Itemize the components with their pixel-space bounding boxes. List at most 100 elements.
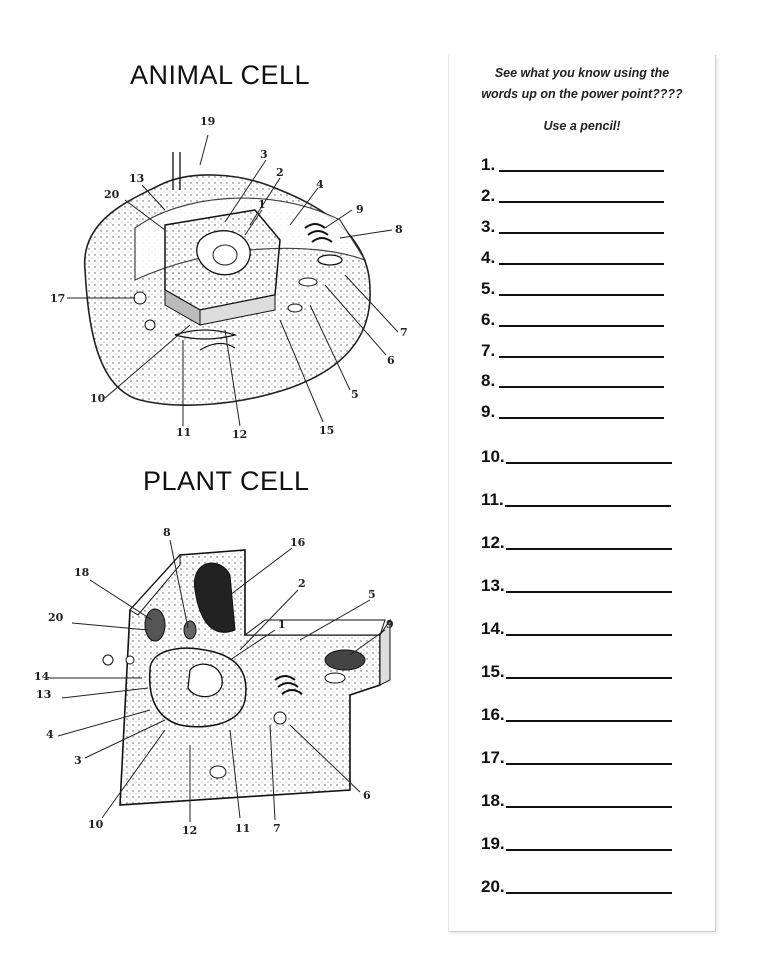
answer-number: 1. (481, 155, 496, 174)
animal-label-12: 12 (232, 428, 247, 441)
plant-label-11: 11 (235, 822, 250, 835)
plant-label-20: 20 (48, 611, 64, 624)
answer-number: 19. (481, 834, 505, 853)
answer-number: 17. (481, 748, 505, 767)
plant-label-16: 16 (290, 536, 306, 549)
answer-blank[interactable] (499, 356, 665, 358)
animal-label-7: 7 (400, 326, 408, 339)
answer-number: 15. (481, 662, 505, 681)
answer-blank[interactable] (499, 294, 665, 296)
answer-blank[interactable] (499, 232, 665, 234)
answer-blank[interactable] (505, 892, 672, 894)
answer-blank[interactable] (505, 763, 672, 765)
instruction-use-pencil: Use a pencil! (543, 119, 621, 133)
answer-row-17: 17. (481, 748, 672, 768)
answer-number: 6. (481, 310, 496, 329)
animal-label-4: 4 (316, 178, 324, 191)
answer-blank[interactable] (505, 634, 672, 636)
answer-row-14: 14. (481, 619, 672, 639)
answer-blank[interactable] (499, 201, 665, 203)
plant-cell-diagram: 8 16 18 2 5 20 1 9 14 13 4 3 6 10 12 11 … (34, 526, 394, 837)
answer-row-4: 4. (481, 248, 665, 268)
answer-panel: See what you know using the words up on … (448, 55, 716, 932)
answer-row-1: 1. (481, 155, 665, 175)
answer-row-7: 7. (481, 341, 665, 361)
answer-number: 18. (481, 791, 505, 810)
answer-number: 9. (481, 402, 496, 421)
plant-cell-title: PLANT CELL (143, 466, 310, 496)
instruction-line-1: See what you know using the (494, 66, 670, 80)
answer-row-19: 19. (481, 834, 672, 854)
answer-number: 3. (481, 217, 496, 236)
answer-blank[interactable] (505, 849, 672, 851)
animal-label-20: 20 (104, 188, 120, 201)
animal-label-3: 3 (260, 148, 268, 161)
answer-blank[interactable] (504, 505, 671, 507)
plant-label-2: 2 (298, 577, 306, 590)
plant-label-5: 5 (368, 588, 376, 601)
plant-label-8: 8 (163, 526, 171, 539)
answer-number: 11. (481, 490, 504, 509)
plant-label-9: 9 (386, 618, 394, 631)
answer-row-11: 11. (481, 490, 671, 510)
animal-label-8: 8 (395, 223, 403, 236)
answer-blank[interactable] (505, 591, 672, 593)
answer-number: 7. (481, 341, 496, 360)
plant-label-3: 3 (74, 754, 82, 767)
answer-row-9: 9. (481, 402, 665, 422)
answer-number: 2. (481, 186, 496, 205)
animal-label-2: 2 (276, 166, 284, 179)
answer-number: 8. (481, 371, 496, 390)
answer-row-15: 15. (481, 662, 672, 682)
answer-blank[interactable] (505, 677, 672, 679)
golgi-apparatus (304, 223, 333, 243)
golgi-apparatus (274, 675, 303, 695)
answer-row-13: 13. (481, 576, 672, 596)
plant-label-7: 7 (273, 822, 281, 835)
animal-label-13: 13 (129, 172, 144, 185)
answer-blank[interactable] (499, 417, 665, 419)
animal-label-9: 9 (356, 203, 364, 216)
answer-blank[interactable] (499, 386, 665, 388)
answer-number: 16. (481, 705, 505, 724)
answer-row-6: 6. (481, 310, 665, 330)
answer-row-2: 2. (481, 186, 665, 206)
answer-row-20: 20. (481, 877, 672, 897)
answer-blank[interactable] (505, 548, 672, 550)
animal-label-19: 19 (200, 115, 215, 128)
answer-row-12: 12. (481, 533, 672, 553)
plant-label-4: 4 (46, 728, 54, 741)
answer-blank[interactable] (505, 806, 672, 808)
answer-number: 12. (481, 533, 505, 552)
plant-label-14: 14 (34, 670, 50, 683)
answer-blank[interactable] (505, 720, 672, 722)
answer-number: 14. (481, 619, 505, 638)
answer-number: 20. (481, 877, 505, 896)
answer-number: 4. (481, 248, 496, 267)
animal-label-10: 10 (90, 392, 106, 405)
instruction-line-2: words up on the power point???? (481, 87, 683, 101)
animal-cell-diagram: 19 3 2 13 4 20 1 9 8 17 7 6 10 5 11 12 1… (50, 115, 408, 441)
answer-blank[interactable] (499, 170, 665, 172)
animal-cell-title: ANIMAL CELL (130, 60, 311, 90)
animal-label-6: 6 (387, 354, 395, 367)
chloroplast (144, 608, 166, 642)
answer-blank[interactable] (499, 325, 665, 327)
answer-blank[interactable] (505, 462, 672, 464)
vacuole (193, 562, 236, 633)
answer-number: 10. (481, 447, 505, 466)
answer-row-8: 8. (481, 371, 665, 391)
plant-label-13: 13 (36, 688, 51, 701)
mitochondrion (317, 254, 343, 266)
plant-label-10: 10 (88, 818, 104, 831)
plant-label-6: 6 (363, 789, 371, 802)
answer-row-10: 10. (481, 447, 672, 467)
plant-label-18: 18 (74, 566, 90, 579)
answer-row-18: 18. (481, 791, 672, 811)
answer-blank[interactable] (499, 263, 665, 265)
animal-label-15: 15 (319, 424, 334, 437)
plant-label-12: 12 (182, 824, 197, 837)
answer-number: 13. (481, 576, 505, 595)
animal-label-17: 17 (50, 292, 65, 305)
animal-label-1: 1 (258, 198, 266, 211)
